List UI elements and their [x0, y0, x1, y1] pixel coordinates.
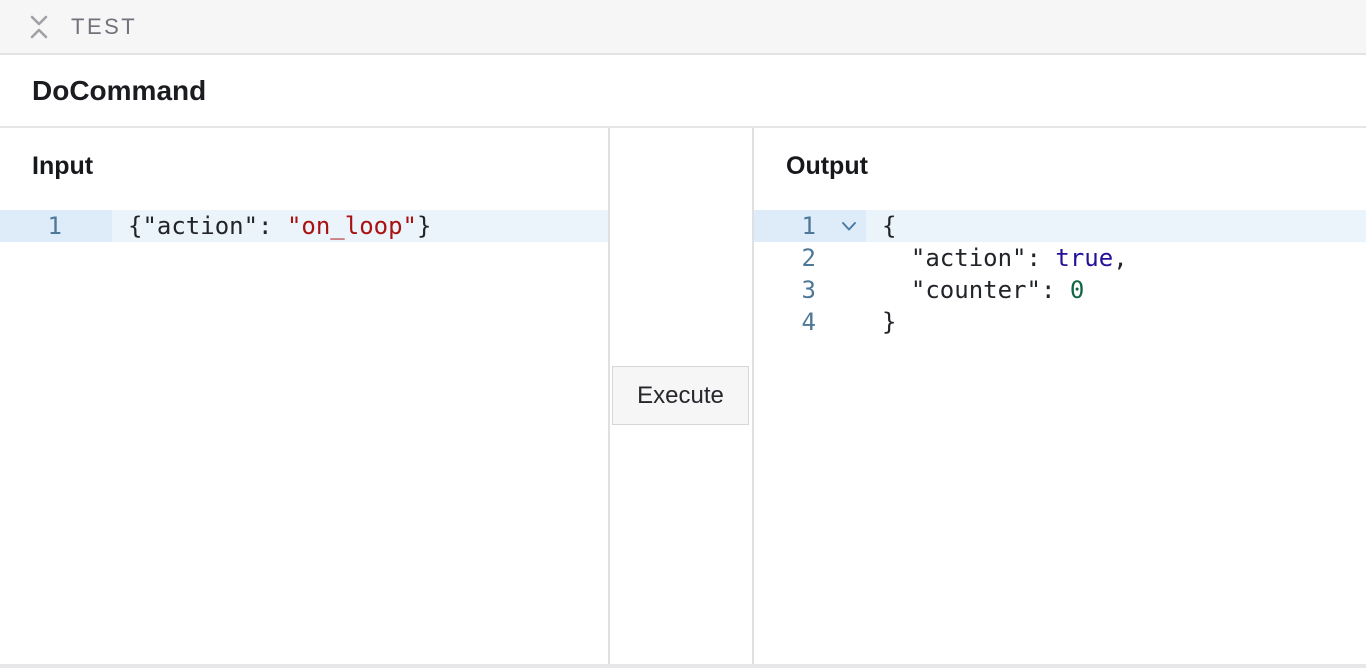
input-panel: Input 1 {"action": "on_loop"}: [0, 128, 610, 664]
input-heading: Input: [32, 152, 94, 180]
editor-gutter: 1: [0, 210, 112, 242]
line-number: 1: [47, 212, 62, 240]
code-content: "action": true,: [882, 244, 1128, 272]
input-editor[interactable]: 1 {"action": "on_loop"}: [0, 210, 608, 242]
collapse-vertical-icon: [28, 12, 50, 42]
code-content: }: [882, 308, 897, 336]
editor-gutter: 1: [754, 210, 866, 242]
code-line[interactable]: 2 "action": true,: [754, 242, 1366, 274]
line-number: 2: [801, 244, 816, 272]
output-panel: Output 1{2 "action": true,3 "counter": 0…: [754, 128, 1366, 664]
panel-title: TEST: [71, 13, 138, 39]
editor-gutter: 3: [754, 274, 866, 306]
line-number: 1: [801, 212, 816, 240]
test-content: Input 1 {"action": "on_loop"} Execute Out…: [0, 128, 1366, 664]
fold-gutter-spacer: [816, 274, 866, 306]
code-line[interactable]: 3 "counter": 0: [754, 274, 1366, 306]
execute-button[interactable]: Execute: [612, 366, 749, 425]
fold-gutter-spacer: [816, 306, 866, 338]
fold-gutter-spacer: [62, 210, 112, 242]
panel-bottom-edge: [0, 664, 1366, 668]
editor-gutter: 4: [754, 306, 866, 338]
line-number: 4: [801, 308, 816, 336]
code-line[interactable]: 1{: [754, 210, 1366, 242]
test-panel-header: TEST: [0, 0, 1366, 55]
editor-gutter: 2: [754, 242, 866, 274]
fold-chevron-down-icon[interactable]: [816, 210, 866, 242]
page-title: DoCommand: [32, 74, 207, 106]
code-line[interactable]: 1 {"action": "on_loop"}: [0, 210, 608, 242]
output-heading: Output: [786, 152, 868, 180]
code-content: {"action": "on_loop"}: [128, 212, 432, 240]
execute-column: Execute: [610, 128, 754, 664]
collapse-panel-button[interactable]: [27, 11, 51, 43]
code-content: "counter": 0: [882, 276, 1085, 304]
command-title-row: DoCommand: [0, 55, 1366, 128]
code-line[interactable]: 4}: [754, 306, 1366, 338]
code-content: {: [882, 212, 897, 240]
fold-gutter-spacer: [816, 242, 866, 274]
line-number: 3: [801, 276, 816, 304]
